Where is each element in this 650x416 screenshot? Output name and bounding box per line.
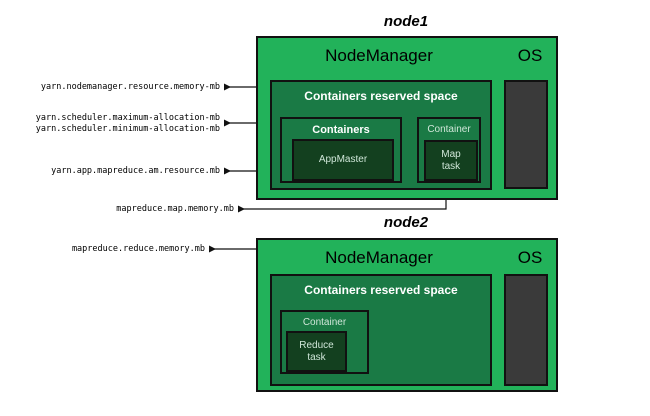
node1-appmaster-box: AppMaster <box>292 139 394 181</box>
node1-nodemanager-label: NodeManager <box>325 46 433 65</box>
node1-reserved-space-label: Containers reserved space <box>304 89 458 103</box>
label-scheduler-maximum-allocation-mb: yarn.scheduler.maximum-allocation-mb <box>35 113 220 123</box>
node1-containers-reserved-space-box: Containers reserved space Containers App… <box>270 80 492 190</box>
label-scheduler-minimum-allocation-mb: yarn.scheduler.minimum-allocation-mb <box>35 124 220 134</box>
node2-title: node2 <box>383 214 429 231</box>
node1-box: NodeManager OS Containers reserved space… <box>256 36 558 200</box>
node2-containers-reserved-space-box: Containers reserved space Container Redu… <box>270 274 492 386</box>
node2-os-box <box>504 274 548 386</box>
node1-os-box <box>504 80 548 189</box>
node1-containers-label: Containers <box>312 124 370 136</box>
node2-os-label: OS <box>517 248 543 267</box>
node2-box: NodeManager OS Containers reserved space… <box>256 238 558 392</box>
label-mapreduce-reduce-memory-mb: mapreduce.reduce.memory.mb <box>71 244 205 254</box>
node2-container-label: Container <box>302 317 347 328</box>
label-yarn-app-mapreduce-am-resource-mb: yarn.app.mapreduce.am.resource.mb <box>51 166 220 176</box>
node2-reserved-space-label: Containers reserved space <box>304 283 458 297</box>
node1-containers-box: Containers AppMaster <box>280 117 402 183</box>
node1-container-label: Container <box>427 124 471 135</box>
node2-nodemanager-label: NodeManager <box>325 248 433 267</box>
label-mapreduce-map-memory-mb: mapreduce.map.memory.mb <box>116 204 234 214</box>
label-nodemanager-resource-memory-mb: yarn.nodemanager.resource.memory-mb <box>40 82 220 92</box>
node1-title: node1 <box>383 13 429 30</box>
node1-os-label: OS <box>517 46 543 65</box>
